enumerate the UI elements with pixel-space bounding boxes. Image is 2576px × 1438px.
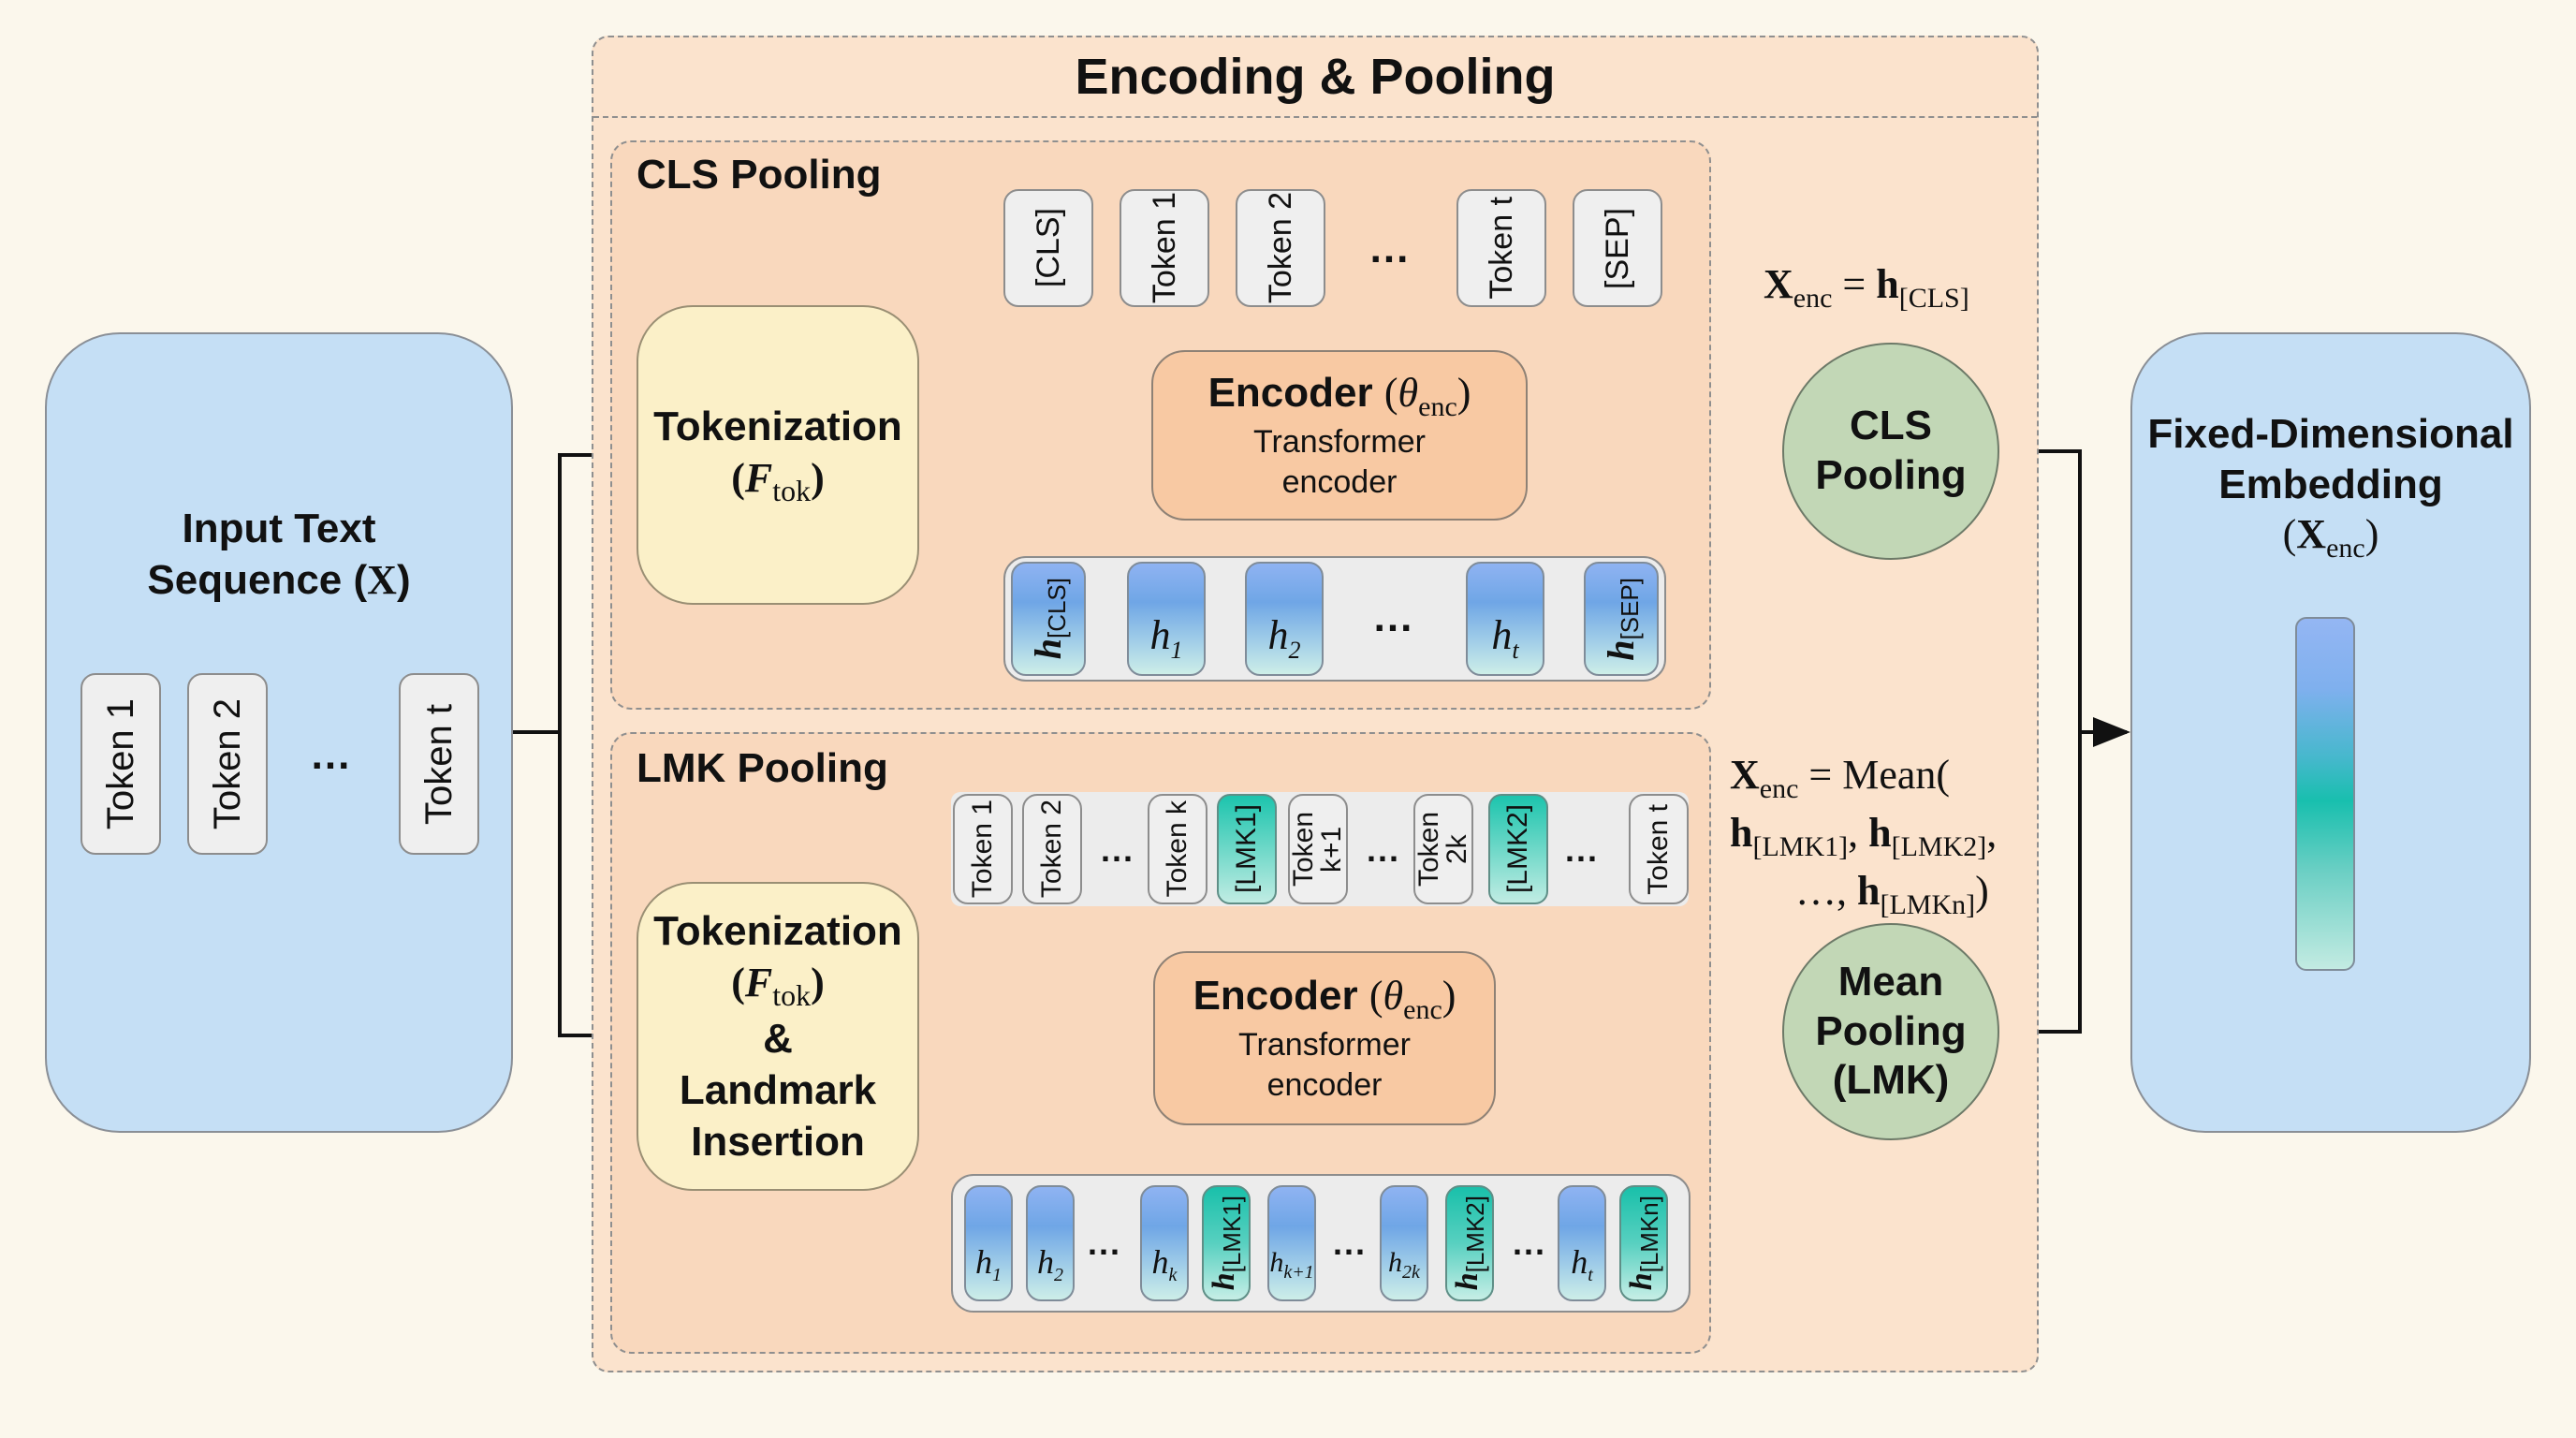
lmk-hidden-state: hk+1 xyxy=(1267,1185,1316,1301)
lmk-token: Token t xyxy=(1629,794,1689,904)
lmk-tokenization-insertion: Insertion xyxy=(691,1119,865,1166)
cls-hidden-sep: h[SEP] xyxy=(1584,562,1659,676)
lmk-token: Token k xyxy=(1148,794,1208,904)
cls-hidden-2: h2 xyxy=(1245,562,1324,676)
input-token-1: Token 1 xyxy=(80,673,161,855)
header-divider xyxy=(593,116,2037,118)
cls-encoder-subtitle-1: Transformer xyxy=(1253,424,1426,461)
mean-pool-label-2: Pooling xyxy=(1815,1007,1967,1054)
cls-tokenization-func: (Ftok) xyxy=(731,455,825,507)
lmk-tokenization-landmark: Landmark xyxy=(679,1067,877,1114)
cls-hidden-states-row xyxy=(1003,556,1666,682)
lmk-encoder-box: Encoder (θenc) Transformer encoder xyxy=(1153,951,1496,1125)
lmk-encoder-title: Encoder (θenc) xyxy=(1193,972,1456,1025)
lmk-encoder-subtitle-1: Transformer xyxy=(1238,1027,1411,1064)
lmk-hidden-landmark: h[LMKn] xyxy=(1619,1185,1668,1301)
fixed-dimensional-embedding-box: Fixed-Dimensional Embedding (Xenc) xyxy=(2130,332,2531,1133)
cls-token-2: Token 2 xyxy=(1236,189,1325,307)
cls-pool-label-1: CLS xyxy=(1850,403,1932,449)
embedding-vector-bar xyxy=(2295,617,2355,971)
lmk-hidden-ellipsis: ... xyxy=(1087,1224,1121,1262)
lmk-token: Token k+1 xyxy=(1288,794,1348,904)
lmk-token-ellipsis: ... xyxy=(1564,830,1599,869)
lmk-token-ellipsis: ... xyxy=(1100,830,1134,869)
lmk-hidden-state: h2k xyxy=(1380,1185,1428,1301)
cls-token-ellipsis: ... xyxy=(1369,226,1411,271)
cls-hidden-1: h1 xyxy=(1127,562,1206,676)
lmk-tokenization-func: (Ftok) xyxy=(731,959,825,1012)
mean-pool-label-1: Mean xyxy=(1837,958,1944,1005)
lmk-hidden-state: ht xyxy=(1558,1185,1606,1301)
input-token-t: Token t xyxy=(399,673,479,855)
lmk-token: Token 2 xyxy=(1022,794,1082,904)
lmk-token: Token 1 xyxy=(953,794,1013,904)
cls-token-t: Token t xyxy=(1456,189,1546,307)
output-variable: (Xenc) xyxy=(2282,511,2379,565)
cls-formula: Xenc = h[CLS] xyxy=(1764,261,1969,314)
cls-hidden-cls: h[CLS] xyxy=(1011,562,1086,676)
lmk-pooling-title: LMK Pooling xyxy=(637,745,888,791)
lmk-hidden-state: h1 xyxy=(964,1185,1013,1301)
cls-hidden-t: ht xyxy=(1466,562,1544,676)
lmk-hidden-ellipsis: ... xyxy=(1332,1224,1367,1262)
mean-pool-label-3: (LMK) xyxy=(1832,1057,1950,1104)
input-title-line1: Input Text xyxy=(182,506,376,551)
lmk-hidden-ellipsis: ... xyxy=(1512,1224,1546,1262)
lmk-hidden-landmark: h[LMK2] xyxy=(1445,1185,1494,1301)
lmk-token-ellipsis: ... xyxy=(1366,830,1400,869)
cls-tokenization-box: Tokenization (Ftok) xyxy=(637,305,919,605)
lmk-tokenization-box: Tokenization (Ftok) & Landmark Insertion xyxy=(637,882,919,1191)
lmk-tokenization-label: Tokenization xyxy=(653,907,902,954)
cls-encoder-box: Encoder (θenc) Transformer encoder xyxy=(1151,350,1528,521)
input-token-2: Token 2 xyxy=(187,673,268,855)
cls-token-sep: [SEP] xyxy=(1573,189,1662,307)
input-title-line2: Sequence (X) xyxy=(147,557,411,603)
cls-pool-label-2: Pooling xyxy=(1815,452,1967,498)
input-text-sequence-box: Input Text Sequence (X) Token 1 Token 2 … xyxy=(45,332,513,1133)
lmk-landmark-token: [LMK1] xyxy=(1217,794,1277,904)
cls-hidden-ellipsis: ... xyxy=(1373,594,1414,640)
cls-token-1: Token 1 xyxy=(1120,189,1209,307)
cls-tokenization-label: Tokenization xyxy=(653,404,902,450)
lmk-landmark-token: [LMK2] xyxy=(1488,794,1548,904)
cls-pooling-title: CLS Pooling xyxy=(637,152,882,198)
output-title-line1: Fixed-Dimensional xyxy=(2147,411,2514,457)
cls-token-cls: [CLS] xyxy=(1003,189,1093,307)
cls-encoder-title: Encoder (θenc) xyxy=(1208,369,1471,422)
lmk-hidden-state: h2 xyxy=(1026,1185,1075,1301)
lmk-encoder-subtitle-2: encoder xyxy=(1266,1066,1383,1103)
output-title-line2: Embedding xyxy=(2218,461,2443,507)
cls-pooling-circle: CLS Pooling xyxy=(1782,343,1999,560)
lmk-hidden-landmark: h[LMK1] xyxy=(1202,1185,1251,1301)
lmk-formula: Xenc = Mean( h[LMK1], h[LMK2], …, h[LMKn… xyxy=(1730,752,1998,921)
lmk-hidden-state: hk xyxy=(1140,1185,1189,1301)
lmk-tokenization-amp: & xyxy=(763,1016,793,1063)
encoding-pooling-title: Encoding & Pooling xyxy=(1075,49,1556,105)
mean-pooling-circle: Mean Pooling (LMK) xyxy=(1782,923,1999,1140)
cls-encoder-subtitle-2: encoder xyxy=(1281,463,1398,500)
input-ellipsis: ... xyxy=(311,732,352,778)
lmk-token: Token 2k xyxy=(1413,794,1473,904)
